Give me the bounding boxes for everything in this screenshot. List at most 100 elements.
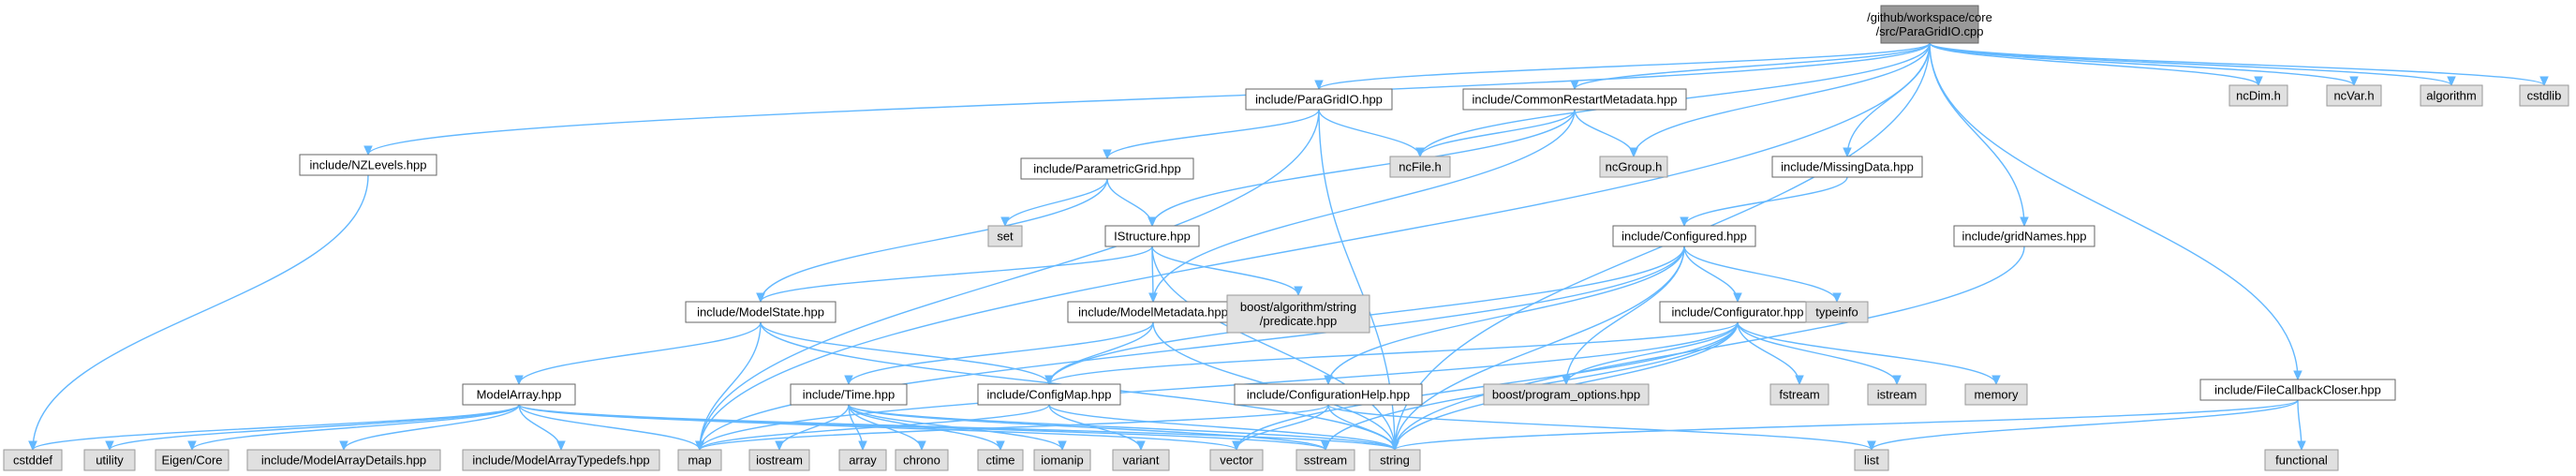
node-box-confighelp (1234, 383, 1423, 406)
node-label-utility: utility (96, 454, 124, 468)
arrowhead-configurator-to-memory (1991, 375, 2001, 386)
node-label-ncgroup: ncGroup.h (1606, 160, 1663, 174)
node-label-ncvar: ncVar.h (2333, 89, 2374, 103)
node-label-variant: variant (1122, 454, 1159, 468)
node-configurator[interactable]: include/Configurator.hpp (1659, 301, 1816, 323)
edge-commonrestart-to-ncgroup (1574, 109, 1635, 157)
arrowhead-confighelp-to-string (1390, 440, 1399, 452)
arrowhead-root-to-paragridio (1314, 80, 1324, 91)
node-commonrestart[interactable]: include/CommonRestartMetadata.hpp (1462, 88, 1687, 111)
node-nzlevels[interactable]: include/NZLevels.hpp (299, 154, 437, 176)
node-cstdlib: cstdlib (2519, 84, 2569, 107)
node-box-array (838, 449, 887, 471)
node-ctime: ctime (977, 449, 1024, 471)
node-box-sstream (1295, 449, 1355, 471)
node-label-modelarraydetails: include/ModelArrayDetails.hpp (261, 454, 426, 468)
edge-configured-to-typeinfo (1683, 245, 1838, 303)
edge-parametricgrid-to-modelstate (760, 178, 1108, 303)
node-box-functional (2264, 449, 2339, 471)
node-parametricgrid[interactable]: include/ParametricGrid.hpp (1020, 157, 1194, 180)
arrowhead-root-to-ncdim (2254, 76, 2263, 87)
edge-configurator-to-boostpo (1565, 321, 1739, 385)
arrowhead-paragridio-to-parametricgrid (1103, 149, 1112, 160)
node-configured[interactable]: include/Configured.hpp (1612, 225, 1756, 247)
arrowhead-parametricgrid-to-set (1000, 216, 1010, 228)
node-label-configmap: include/ConfigMap.hpp (987, 388, 1112, 402)
node-modelarray[interactable]: ModelArray.hpp (462, 383, 576, 406)
node-label-istructure: IStructure.hpp (1114, 230, 1191, 244)
node-box-utility (83, 449, 136, 471)
node-label-array: array (849, 454, 877, 468)
arrowhead-missingdata-to-configured (1680, 216, 1689, 228)
node-box-ncfile (1389, 156, 1451, 178)
node-box-paragridio (1245, 88, 1393, 111)
node-label-cstdlib: cstdlib (2527, 89, 2562, 103)
node-box-iomanip (1033, 449, 1091, 471)
edge-root-to-ncvar (1929, 42, 2355, 86)
node-variant: variant (1112, 449, 1170, 471)
node-box-algorithm (2420, 84, 2483, 107)
node-istructure[interactable]: IStructure.hpp (1104, 225, 1200, 247)
edge-root-to-paragridio (1318, 42, 1931, 90)
node-box-istructure (1104, 225, 1200, 247)
arrowhead-root-to-commonrestart (1570, 80, 1579, 91)
edge-configured-to-string (1394, 245, 1685, 451)
node-label-ncdim: ncDim.h (2236, 89, 2281, 103)
edge-modelarray-to-eigencore (191, 404, 520, 451)
node-box-variant (1112, 449, 1170, 471)
node-box-chrono (895, 449, 949, 471)
edge-configmap-to-string (1048, 404, 1396, 451)
node-string: string (1369, 449, 1421, 471)
node-box-cstddef (3, 449, 63, 471)
node-ncfile: ncFile.h (1389, 156, 1451, 178)
node-box-root (1880, 5, 1979, 44)
arrowhead-confighelp-to-map (695, 440, 704, 452)
edge-nzlevels-to-cstddef (32, 174, 369, 451)
node-label-eigencore: Eigen/Core (161, 454, 222, 468)
node-eigencore: Eigen/Core (155, 449, 229, 471)
arrowhead-configurator-to-istream (1892, 375, 1902, 386)
edge-modelarray-to-map (518, 404, 701, 451)
node-time[interactable]: include/Time.hpp (790, 383, 908, 406)
node-label-typeinfo: typeinfo (1815, 305, 1858, 320)
node-paragridio[interactable]: include/ParaGridIO.hpp (1245, 88, 1393, 111)
node-label-list: list (1864, 454, 1879, 468)
arrowhead-time-to-iomanip (1058, 440, 1067, 452)
arrowhead-root-to-nzlevels (363, 145, 373, 156)
node-missingdata[interactable]: include/MissingData.hpp (1771, 156, 1923, 178)
node-gridnames[interactable]: include/gridNames.hpp (1953, 225, 2095, 247)
arrowhead-configurator-to-configmap (1044, 375, 1054, 386)
node-label-parametricgrid: include/ParametricGrid.hpp (1033, 162, 1181, 176)
node-label-configured: include/Configured.hpp (1621, 230, 1747, 244)
node-algorithm: algorithm (2420, 84, 2483, 107)
node-root[interactable]: /github/workspace/core/src/ParaGridIO.cp… (1867, 5, 1992, 44)
node-box-cstdlib (2519, 84, 2569, 107)
arrowhead-istructure-to-boostalgo (1294, 286, 1303, 297)
node-modelarraytypedefs: include/ModelArrayTypedefs.hpp (462, 449, 660, 471)
arrowhead-commonrestart-to-ncfile (1415, 147, 1425, 158)
node-modelmetadata[interactable]: include/ModelMetadata.hpp (1067, 301, 1239, 323)
arrowhead-modelarray-to-modelarraydetails (339, 440, 348, 452)
node-box-map (677, 449, 722, 471)
node-label-sstream: sstream (1304, 454, 1347, 468)
node-ncdim: ncDim.h (2228, 84, 2288, 107)
node-box-iostream (748, 449, 810, 471)
node-box-commonrestart (1462, 88, 1687, 111)
edge-gridnames-to-string (1394, 245, 2025, 451)
node-confighelp[interactable]: include/ConfigurationHelp.hpp (1234, 383, 1423, 406)
node-box-boostalgo (1226, 294, 1370, 334)
edge-modelstate-to-map (699, 321, 762, 451)
edge-modelstate-to-configmap (760, 321, 1050, 385)
arrowhead-root-to-missingdata (1843, 147, 1852, 158)
node-label-boostalgo: /predicate.hpp (1260, 314, 1337, 328)
node-box-istream (1867, 383, 1927, 406)
edge-commonrestart-to-ncfile (1419, 109, 1576, 157)
arrowhead-modelarray-to-cstddef (28, 440, 37, 452)
node-typeinfo: typeinfo (1805, 301, 1869, 323)
node-modelstate[interactable]: include/ModelState.hpp (685, 301, 836, 323)
node-configmap[interactable]: include/ConfigMap.hpp (977, 383, 1121, 406)
node-utility: utility (83, 449, 136, 471)
arrowhead-modelmetadata-to-time (844, 375, 853, 386)
arrowhead-modelarray-to-eigencore (187, 440, 197, 452)
node-filecallback[interactable]: include/FileCallbackCloser.hpp (2199, 379, 2396, 401)
